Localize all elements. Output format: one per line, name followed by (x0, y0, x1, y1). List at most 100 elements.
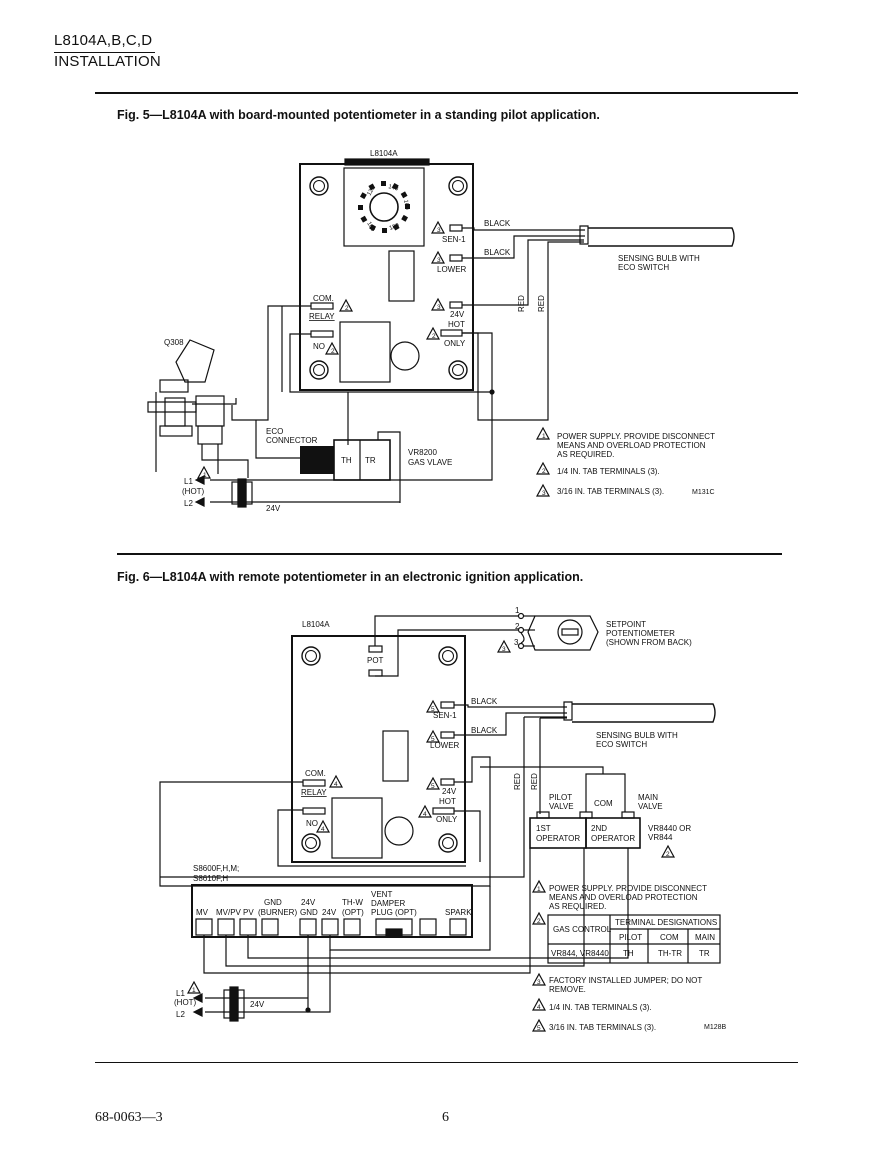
fig6-col-vent-3: PLUG (OPT) (371, 908, 417, 917)
fig6-supply-24v: 24V (250, 1000, 265, 1009)
fig6-pin3: 3 (514, 638, 519, 647)
fig6-term-hot: HOT (439, 797, 456, 806)
fig5-dial-ticks (358, 181, 410, 233)
fig6-table-cell-thtr: TH-TR (658, 949, 682, 958)
fig6-caption: Fig. 6—L8104A with remote potentiometer … (117, 570, 584, 584)
fig6-pilot-1: PILOT (549, 793, 572, 802)
fig5-capacitor (390, 341, 420, 371)
fig5-supply-hot: (HOT) (182, 487, 205, 496)
fig6-board (291, 635, 466, 863)
fig6-term-no: NO (306, 819, 318, 828)
fig5-component (388, 250, 415, 302)
fig5-term-no: NO (313, 342, 325, 351)
fig6-wire-red1: RED (513, 773, 522, 790)
fig5-dial-140: 140 (387, 184, 399, 193)
fig5-note3: 3/16 IN. TAB TERMINALS (3). (557, 487, 664, 496)
fig6-term-relay: RELAY (301, 788, 327, 797)
fig6-note3-2: REMOVE. (549, 985, 586, 994)
fig6-com: COM (594, 799, 613, 808)
fig6-table-col-main: MAIN (695, 933, 715, 942)
fig6-setpoint-1: SETPOINT (606, 620, 646, 629)
footer-doc-number: 68-0063—3 (95, 1110, 163, 1125)
fig5-wire-red2: RED (537, 295, 546, 312)
fig5-term-only: ONLY (444, 339, 466, 348)
fig6-op2-2: OPERATOR (591, 834, 635, 843)
bottom-divider (95, 1062, 798, 1063)
fig5-term-hot: HOT (448, 320, 465, 329)
fig6-supply-l1: L1 (176, 989, 185, 998)
fig6-tri-label: 5 (537, 1025, 541, 1032)
fig5-wire-red1: RED (517, 295, 526, 312)
fig5-dial-180: 180 (389, 223, 401, 232)
fig6-pin2: 2 (515, 622, 520, 631)
fig6-pin1: 1 (515, 606, 520, 615)
fig6-tri-label: 4 (321, 826, 325, 833)
fig5-note2: 1/4 IN. TAB TERMINALS (3). (557, 467, 660, 476)
fig5-dial-frame (343, 167, 425, 247)
fig5-supply-l1: L1 (184, 477, 193, 486)
doc-section: INSTALLATION (54, 53, 161, 70)
fig6-pilot-2: VALVE (549, 802, 574, 811)
fig6-table-cell-th: TH (623, 949, 634, 958)
fig6-tri-label: 2 (666, 851, 670, 858)
fig6-table-title: TERMINAL DESIGNATIONS (615, 918, 717, 927)
fig5-code: M131C (692, 489, 715, 496)
fig5-term-24v: 24V (450, 310, 465, 319)
fig5-tri-label: 1 (203, 472, 207, 479)
fig5-tri-label: 2 (345, 305, 349, 312)
fig6-col-gnd-1: GND (264, 898, 282, 907)
fig6-tri-label: 3 (502, 646, 506, 653)
fig6-col-24vgnd-2: GND (300, 908, 318, 917)
fig5-supply-24v: 24V (266, 504, 281, 513)
fig5-tri-label: 3 (437, 227, 441, 234)
fig6-setpoint-2: POTENTIOMETER (606, 629, 675, 638)
fig5-board (299, 163, 474, 391)
fig6-op1-1: 1ST (536, 824, 551, 833)
fig6-note3-1: FACTORY INSTALLED JUMPER; DO NOT (549, 976, 702, 985)
fig6-tri-label: 5 (431, 706, 435, 713)
fig6-wire-red2: RED (530, 773, 539, 790)
fig6-pot: POT (367, 656, 384, 665)
fig6-table-col-com: COM (660, 933, 679, 942)
fig6-table-col-pilot: PILOT (619, 933, 642, 942)
fig6-wire-black2: BLACK (471, 726, 498, 735)
fig5-note1-num: 1 (542, 433, 546, 440)
fig6-diagram (159, 612, 721, 1032)
fig6-tri-label: 1 (192, 987, 196, 994)
fig5-wire-black2: BLACK (484, 248, 511, 257)
fig5-note3-num: 3 (542, 490, 546, 497)
fig6-term-com: COM. (305, 769, 326, 778)
fig6-bulb-1: SENSING BULB WITH (596, 731, 678, 740)
fig5-tri-label: 3 (437, 257, 441, 264)
fig5-dial-120: 120 (367, 185, 378, 197)
fig5-valve-name1: VR8200 (408, 448, 437, 457)
fig6-col-mv: MV (196, 908, 209, 917)
top-divider (95, 92, 798, 94)
fig5-valve-name2: GAS VLAVE (408, 458, 452, 467)
fig6-module (191, 884, 473, 938)
fig6-op2-1: 2ND (591, 824, 607, 833)
footer-page-number: 6 (442, 1110, 449, 1125)
fig5-eco-line1: ECO (266, 427, 283, 436)
fig6-tri-label: 4 (423, 811, 427, 818)
fig6-col-vent-2: DAMPER (371, 899, 405, 908)
fig6-note4: 1/4 IN. TAB TERMINALS (3). (549, 1003, 652, 1012)
fig5-valve-tr: TR (365, 456, 376, 465)
fig5-eco-line2: CONNECTOR (266, 436, 318, 445)
fig5-tri-label: 3 (437, 304, 441, 311)
fig6-col-spark: SPARK (445, 908, 472, 917)
fig6-col-24v: 24V (322, 908, 337, 917)
fig6-col-gnd-2: (BURNER) (258, 908, 297, 917)
fig6-tri-label: 5 (431, 736, 435, 743)
fig6-module-name-1: S8600F,H,M; (193, 864, 239, 873)
fig5-diagram (147, 158, 735, 508)
fig6-tri-label: 4 (537, 1004, 541, 1011)
fig5-wire-black1: BLACK (484, 219, 511, 228)
fig5-term-sen1: SEN-1 (442, 235, 466, 244)
fig6-col-pv: PV (243, 908, 254, 917)
fig6-main-2: VALVE (638, 802, 663, 811)
fig5-term-com: COM. (313, 294, 334, 303)
fig5-tri-label: 2 (432, 333, 436, 340)
fig5-supply-l2: L2 (184, 499, 193, 508)
fig5-board-label: L8104A (370, 149, 398, 158)
